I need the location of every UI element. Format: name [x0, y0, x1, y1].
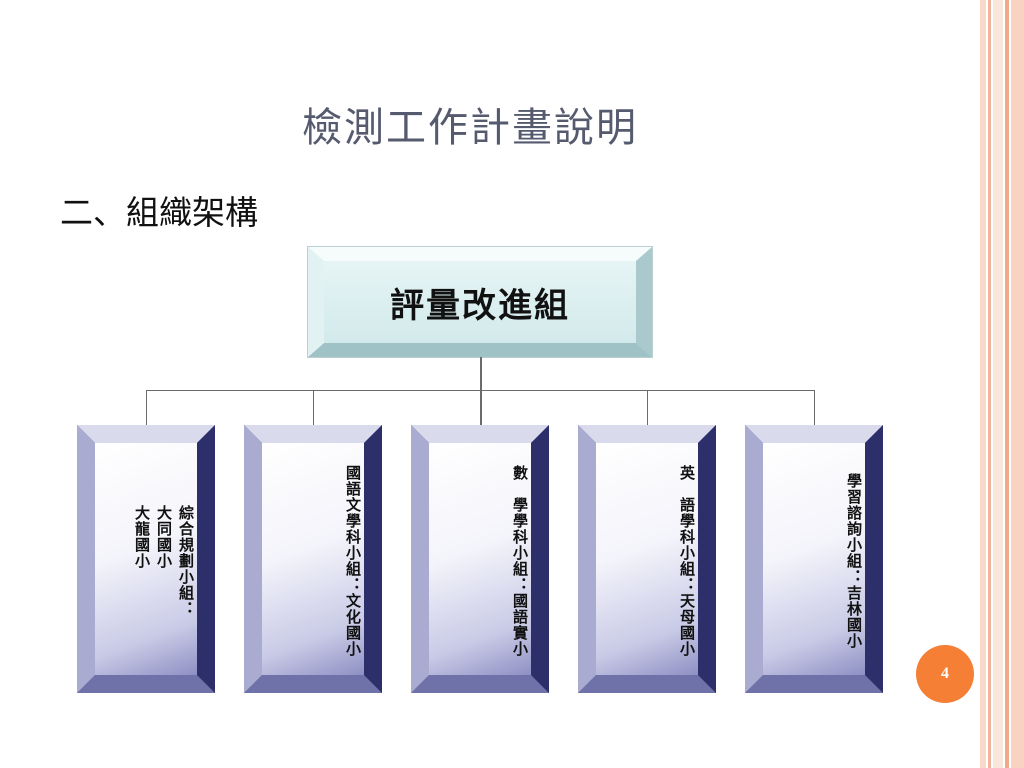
org-child-box-2: 國語文學科小組：文化國小	[244, 425, 382, 693]
section-heading: 二、組織架構	[60, 193, 258, 232]
connector-drop-1	[146, 390, 147, 425]
connector-drop-4	[647, 390, 648, 425]
slide-title: 檢測工作計畫說明	[302, 105, 638, 151]
connector-drop-5	[814, 390, 815, 425]
org-child-box-5: 學習諮詢小組：吉林國小	[745, 425, 883, 693]
connector-drop-2	[313, 390, 314, 425]
org-child-label: 數 學學科小組：國語實小	[511, 465, 529, 657]
page-number-badge: 4	[916, 645, 974, 703]
org-child-label: 學習諮詢小組：吉林國小	[845, 473, 863, 649]
org-child-label: 綜合規劃小組： 大同國小 大龍國小	[133, 505, 195, 617]
org-root-box: 評量改進組	[308, 247, 652, 357]
org-child-box-1: 綜合規劃小組： 大同國小 大龍國小	[77, 425, 215, 693]
decorative-side-stripes	[980, 0, 1024, 768]
connector-horizontal	[146, 390, 815, 391]
org-child-label: 英 語學科小組：天母國小	[678, 465, 696, 657]
org-child-box-4: 英 語學科小組：天母國小	[578, 425, 716, 693]
connector-trunk	[480, 357, 482, 425]
org-child-label: 國語文學科小組：文化國小	[344, 465, 362, 657]
org-root-label: 評量改進組	[390, 285, 570, 326]
org-child-box-3: 數 學學科小組：國語實小	[411, 425, 549, 693]
